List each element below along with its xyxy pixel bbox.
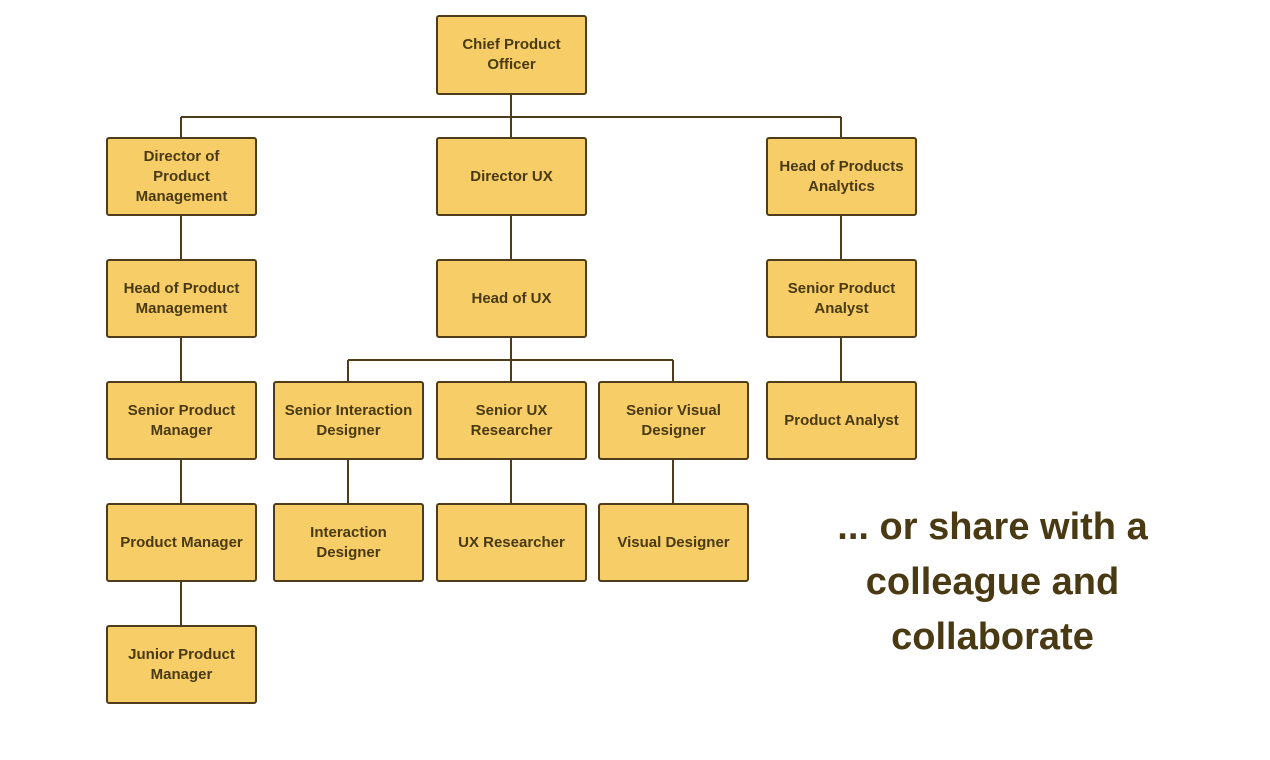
node-head-of-products-analytics: Head of Products Analytics: [766, 137, 917, 216]
tagline: ... or share with a colleague and collab…: [837, 506, 1148, 658]
node-head-of-product-management: Head of Product Management: [106, 259, 257, 338]
connector-head-ux-seniors: [347, 338, 674, 381]
node-senior-interaction-designer: Senior Interaction Designer: [273, 381, 424, 460]
node-senior-ux-researcher: Senior UX Researcher: [436, 381, 587, 460]
node-senior-product-analyst: Senior Product Analyst: [766, 259, 917, 338]
node-product-analyst: Product Analyst: [766, 381, 917, 460]
node-head-of-ux: Head of UX: [436, 259, 587, 338]
node-ux-researcher: UX Researcher: [436, 503, 587, 582]
node-senior-visual-designer: Senior Visual Designer: [598, 381, 749, 460]
node-senior-product-manager: Senior Product Manager: [106, 381, 257, 460]
node-director-ux: Director UX: [436, 137, 587, 216]
node-director-of-product-management: Director of Product Management: [106, 137, 257, 216]
node-interaction-designer: Interaction Designer: [273, 503, 424, 582]
connector-cpo-directors: [180, 95, 842, 137]
node-product-manager: Product Manager: [106, 503, 257, 582]
node-visual-designer: Visual Designer: [598, 503, 749, 582]
node-chief-product-officer: Chief Product Officer: [436, 15, 587, 95]
node-junior-product-manager: Junior Product Manager: [106, 625, 257, 704]
